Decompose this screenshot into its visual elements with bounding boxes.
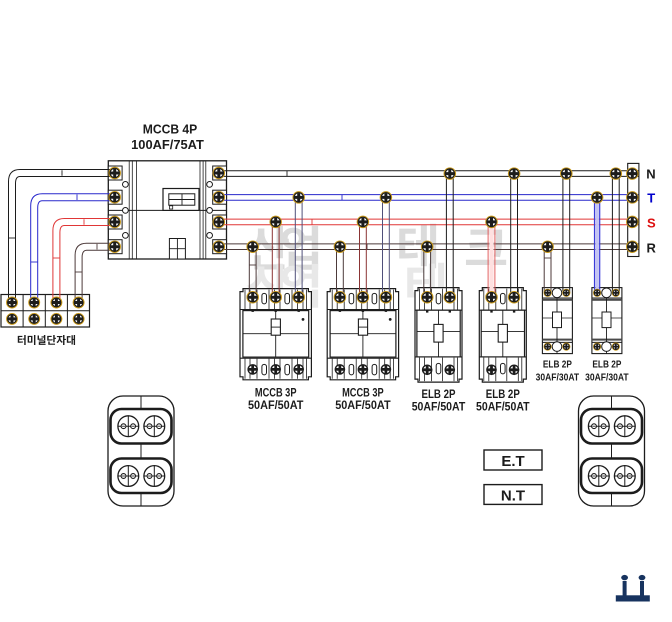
svg-text:MCCB 3P: MCCB 3P <box>342 387 384 399</box>
svg-text:R: R <box>647 241 657 256</box>
svg-text:ELB 2P: ELB 2P <box>592 360 621 371</box>
svg-text:100AF/75AT: 100AF/75AT <box>131 137 204 152</box>
svg-text:ELB 2P: ELB 2P <box>543 360 572 371</box>
svg-text:E.T: E.T <box>501 453 524 470</box>
svg-text:30AF/30AT: 30AF/30AT <box>536 371 580 383</box>
svg-text:50AF/50AT: 50AF/50AT <box>335 398 391 412</box>
svg-text:ELB 2P: ELB 2P <box>486 389 520 401</box>
svg-text:50AF/50AT: 50AF/50AT <box>412 400 466 414</box>
svg-text:N.T: N.T <box>501 487 525 504</box>
svg-text:30AF/30AT: 30AF/30AT <box>585 371 629 383</box>
svg-text:MCCB 3P: MCCB 3P <box>255 387 297 399</box>
svg-text:T: T <box>647 191 655 206</box>
svg-text:50AF/50AT: 50AF/50AT <box>476 400 530 414</box>
svg-text:ELB 2P: ELB 2P <box>422 389 456 401</box>
svg-text:N: N <box>646 166 655 181</box>
svg-text:MCCB 4P: MCCB 4P <box>143 122 198 137</box>
svg-text:S: S <box>647 215 656 230</box>
svg-text:50AF/50AT: 50AF/50AT <box>248 398 304 412</box>
